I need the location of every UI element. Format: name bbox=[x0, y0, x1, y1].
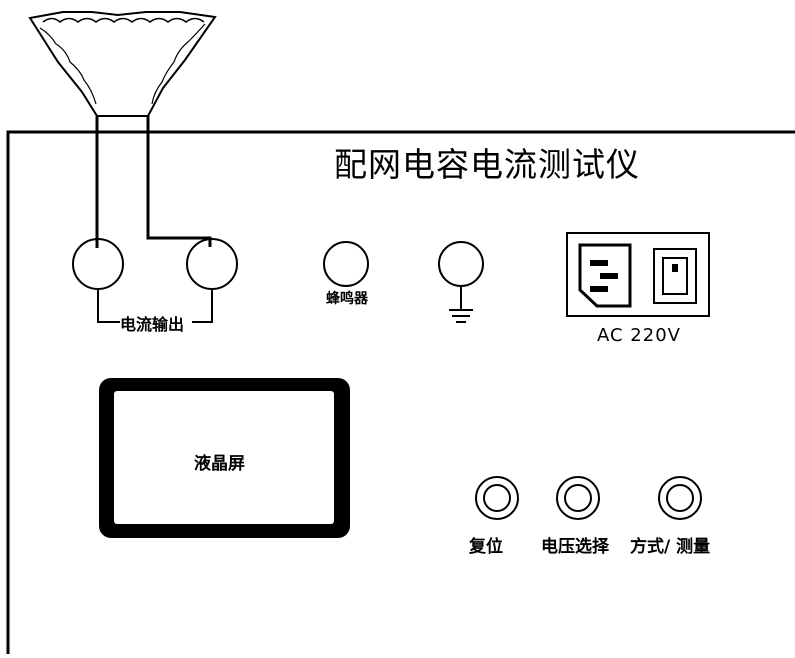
voltage-select-label: 电压选择 bbox=[541, 537, 609, 557]
current-output-label: 电流输出 bbox=[120, 315, 185, 334]
power-socket-outline bbox=[578, 243, 632, 308]
power-panel bbox=[566, 232, 710, 317]
clamp-inner-contour bbox=[42, 17, 205, 23]
reset-knob-inner bbox=[483, 484, 511, 512]
power-switch-outer bbox=[653, 248, 697, 304]
power-label: AC 220V bbox=[597, 325, 681, 346]
device-title: 配网电容电流测试仪 bbox=[334, 145, 640, 184]
current-output-terminal-right bbox=[186, 238, 238, 290]
voltage-select-knob-outer bbox=[556, 476, 600, 520]
clamp-head bbox=[28, 11, 217, 117]
lcd-label: 液晶屏 bbox=[194, 454, 245, 474]
power-socket-pin-top bbox=[590, 260, 608, 266]
power-switch-rocker bbox=[672, 264, 678, 272]
clamp-wire-right bbox=[146, 116, 212, 247]
mode-measure-knob-inner bbox=[666, 484, 694, 512]
buzzer-label: 蜂鸣器 bbox=[326, 291, 368, 307]
reset-label: 复位 bbox=[469, 537, 503, 557]
buzzer-circle bbox=[323, 241, 369, 287]
power-socket-pin-mid bbox=[600, 273, 618, 279]
power-switch-inner bbox=[662, 257, 688, 295]
mode-measure-knob-outer bbox=[658, 476, 702, 520]
clamp-wavy-side-left bbox=[39, 27, 97, 105]
mode-measure-label: 方式/ 测量 bbox=[630, 537, 711, 557]
voltage-select-knob-inner bbox=[564, 484, 592, 512]
ground-terminal-circle bbox=[438, 241, 484, 287]
ground-icon bbox=[449, 286, 473, 323]
reset-knob-outer bbox=[475, 476, 519, 520]
current-output-bracket bbox=[97, 289, 213, 323]
clamp-wavy-side-right bbox=[151, 23, 206, 105]
lcd-screen bbox=[114, 391, 334, 524]
power-socket-pin-bottom bbox=[590, 286, 608, 292]
panel-outline bbox=[6, 130, 795, 658]
